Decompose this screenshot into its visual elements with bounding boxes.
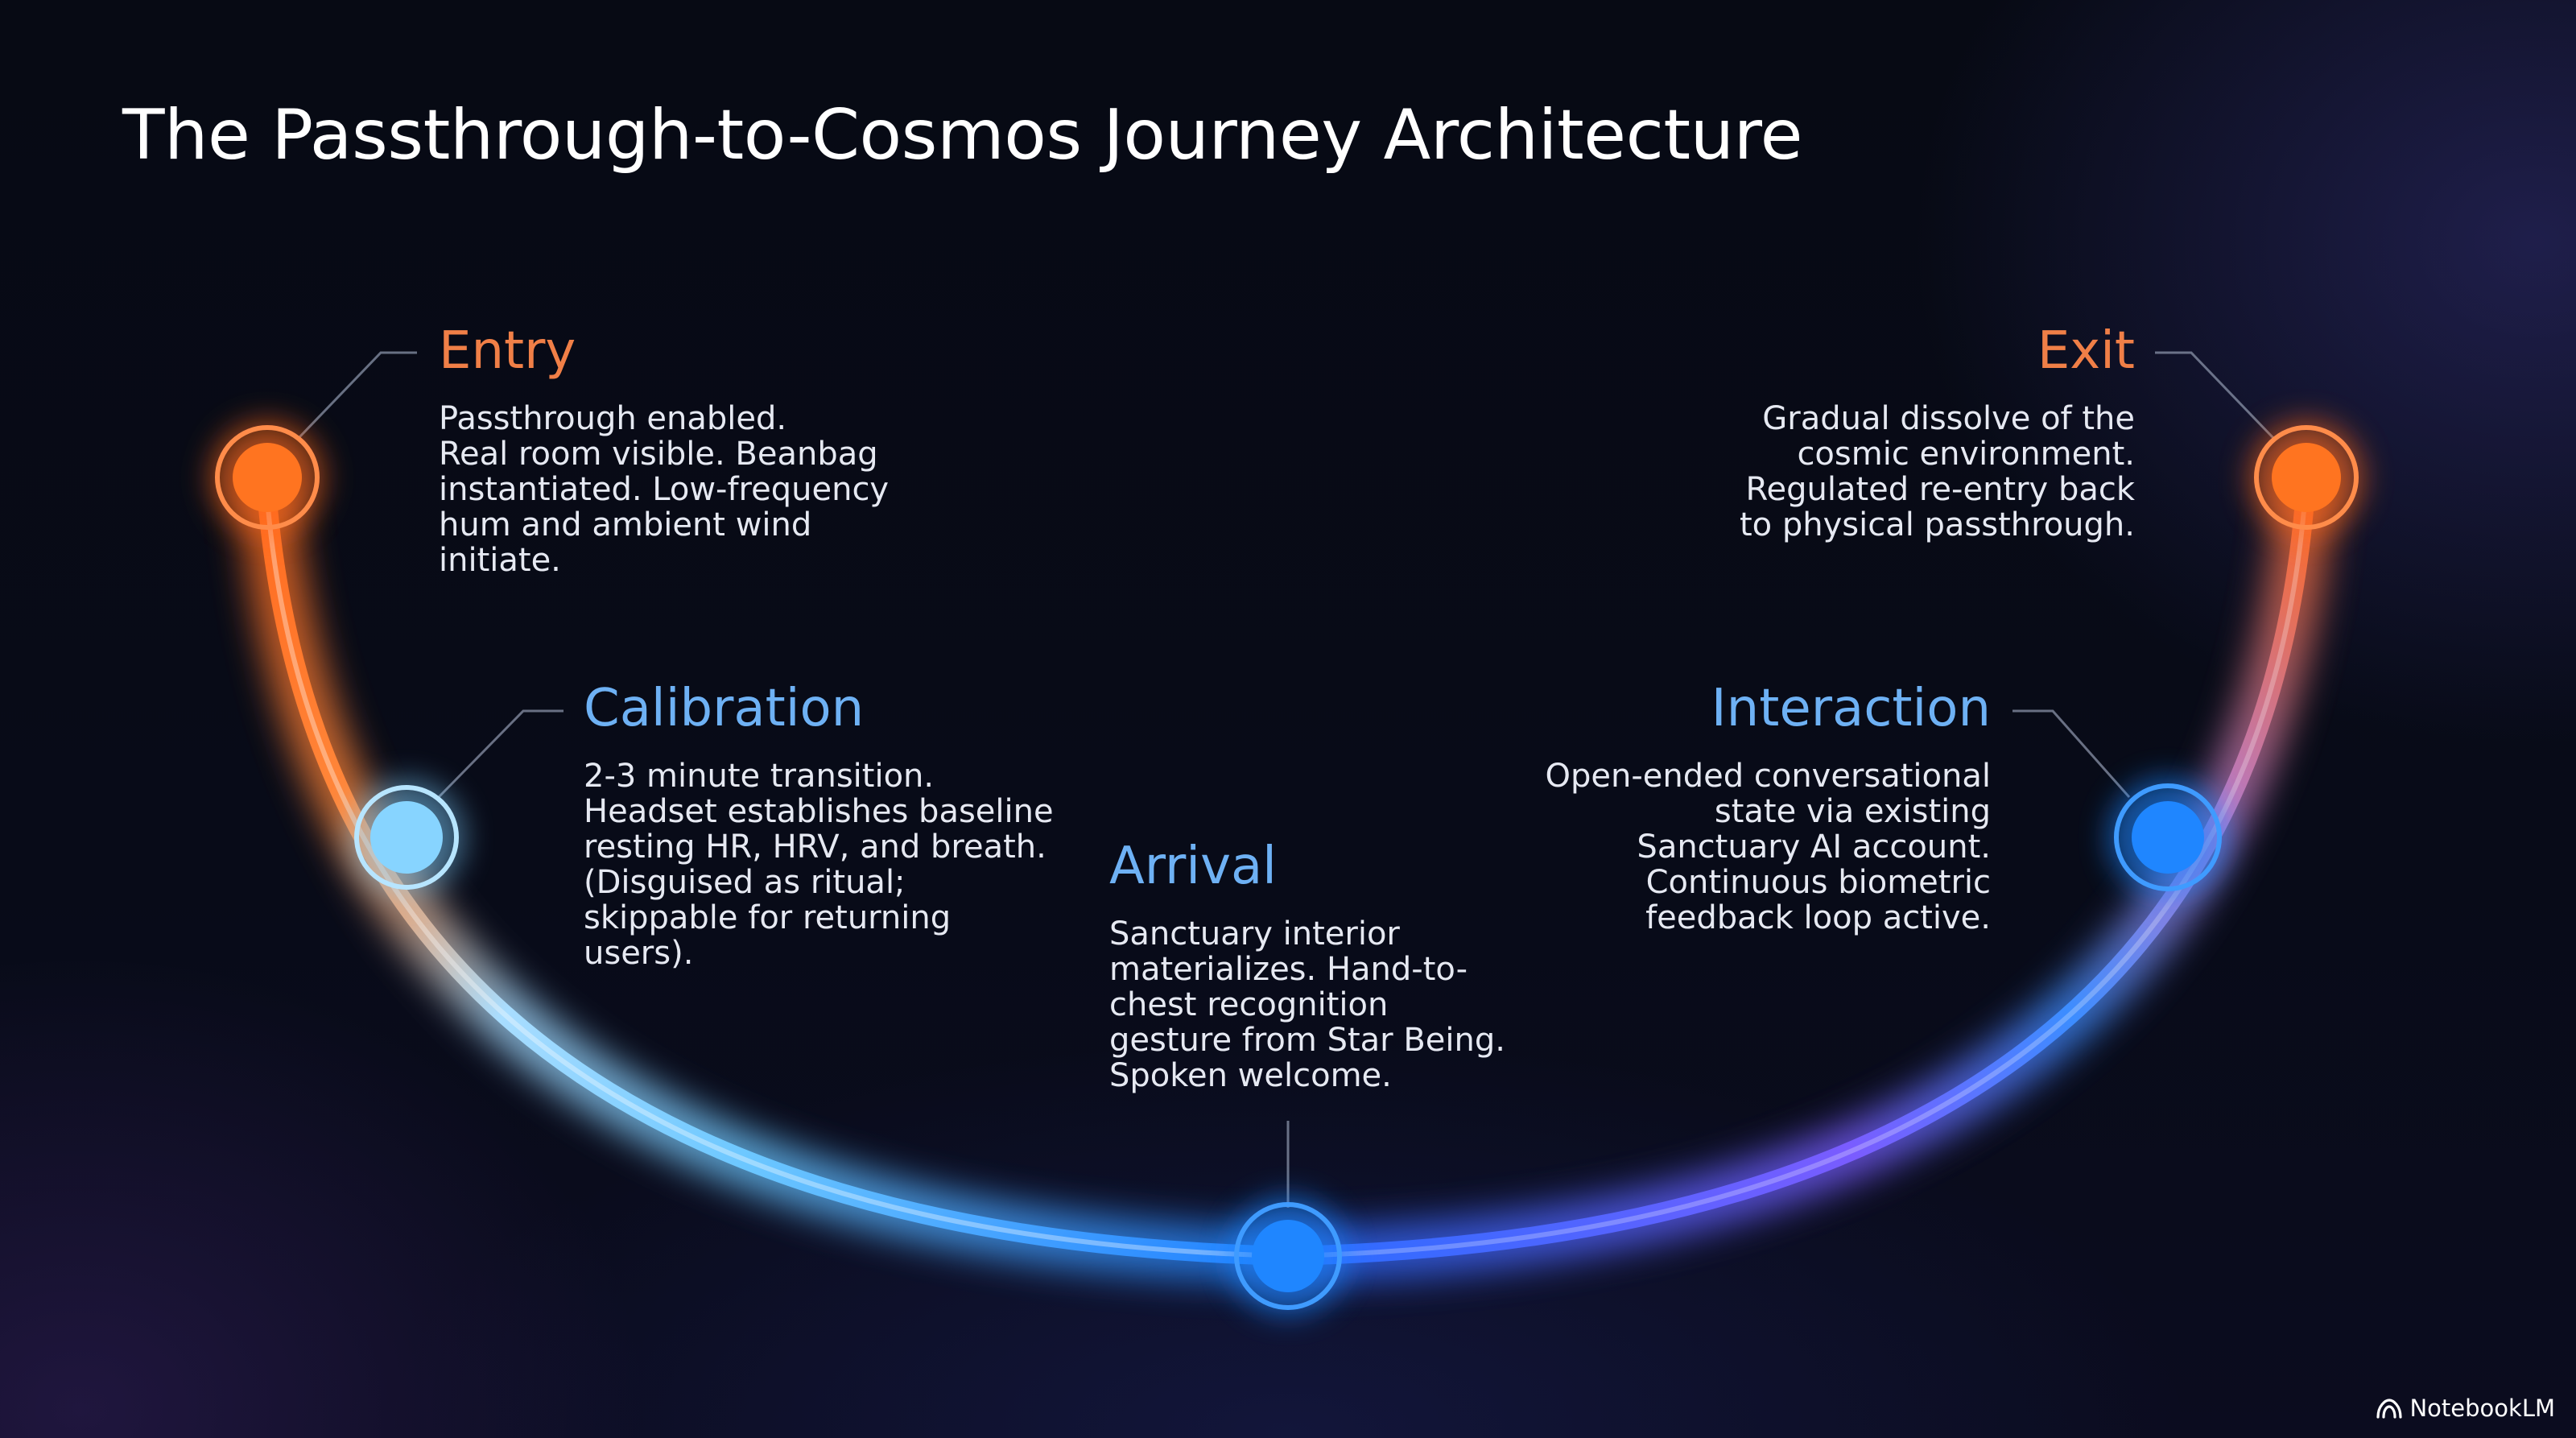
calibration-node: [349, 779, 464, 895]
calibration-leader-line: [437, 709, 564, 799]
leader-lines: [296, 351, 2276, 1208]
page-title: The Passthrough-to-Cosmos Journey Archit…: [122, 95, 1802, 176]
stage-calibration: Calibration 2-3 minute transition. Heads…: [584, 683, 1054, 971]
interaction-leader-line: [2013, 709, 2131, 798]
stage-exit-title: Exit: [2037, 321, 2135, 381]
interaction-node: [2108, 778, 2227, 897]
notebooklm-logo-icon: [2376, 1399, 2403, 1419]
stage-arrival-title: Arrival: [1109, 837, 1277, 896]
entry-node: [209, 419, 325, 535]
stage-arrival-description: Sanctuary interior materializes. Hand-to…: [1109, 915, 1505, 1094]
arrival-node: [1228, 1196, 1348, 1316]
stage-entry-title: Entry: [439, 321, 576, 381]
stage-entry-description: Passthrough enabled. Real room visible. …: [439, 400, 890, 579]
stage-interaction-description: Open-ended conversational state via exis…: [1545, 758, 1991, 936]
stage-interaction-title: Interaction: [1711, 679, 1991, 738]
arc-line: [256, 469, 2316, 1266]
notebooklm-watermark: NotebookLM: [2376, 1395, 2555, 1422]
stage-exit: Exit Gradual dissolve of the cosmic envi…: [1740, 325, 2135, 543]
stage-exit-description: Gradual dissolve of the cosmic environme…: [1739, 400, 2135, 543]
stage-interaction: Interaction Open-ended conversational st…: [1546, 683, 1991, 936]
entry-leader-line: [296, 351, 417, 440]
exit-leader-line: [2155, 351, 2276, 440]
stage-calibration-title: Calibration: [584, 679, 865, 738]
stage-arrival: Arrival Sanctuary interior materializes.…: [1109, 841, 1505, 1093]
exit-node: [2248, 419, 2364, 535]
stage-calibration-description: 2-3 minute transition. Headset establish…: [584, 758, 1054, 972]
stage-entry: Entry Passthrough enabled. Real room vis…: [439, 325, 889, 578]
brand-label: NotebookLM: [2409, 1395, 2555, 1422]
